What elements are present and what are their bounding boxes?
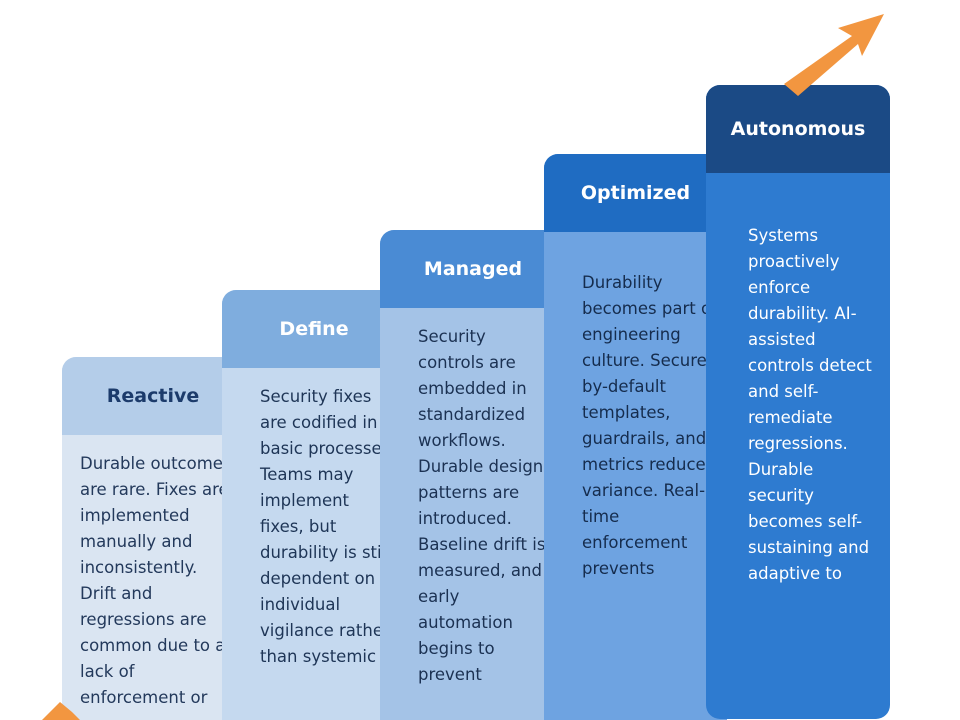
step-reactive: Reactive Durable outcomes are rare. Fixe…: [62, 357, 244, 720]
step-managed: Managed Security controls are embedded i…: [380, 230, 566, 720]
step-description: Systems proactively enforce durability. …: [748, 226, 872, 583]
step-optimized: Optimized Durability becomes part of eng…: [544, 154, 727, 720]
step-description: Security fixes are codified in basic pro…: [260, 387, 396, 666]
step-title: Optimized: [544, 154, 727, 232]
step-title: Define: [222, 290, 406, 368]
step-title: Managed: [380, 230, 566, 308]
step-description: Durability becomes part of engineering c…: [582, 273, 717, 578]
step-title: Reactive: [62, 357, 244, 435]
step-description: Durable outcomes are rare. Fixes are imp…: [80, 454, 232, 707]
step-autonomous: Autonomous Systems proactively enforce d…: [706, 85, 890, 719]
step-define: Define Security fixes are codified in ba…: [222, 290, 406, 720]
arrow-up-right-icon: [784, 14, 884, 96]
step-title: Autonomous: [706, 85, 890, 173]
step-description: Security controls are embedded in standa…: [418, 327, 546, 684]
